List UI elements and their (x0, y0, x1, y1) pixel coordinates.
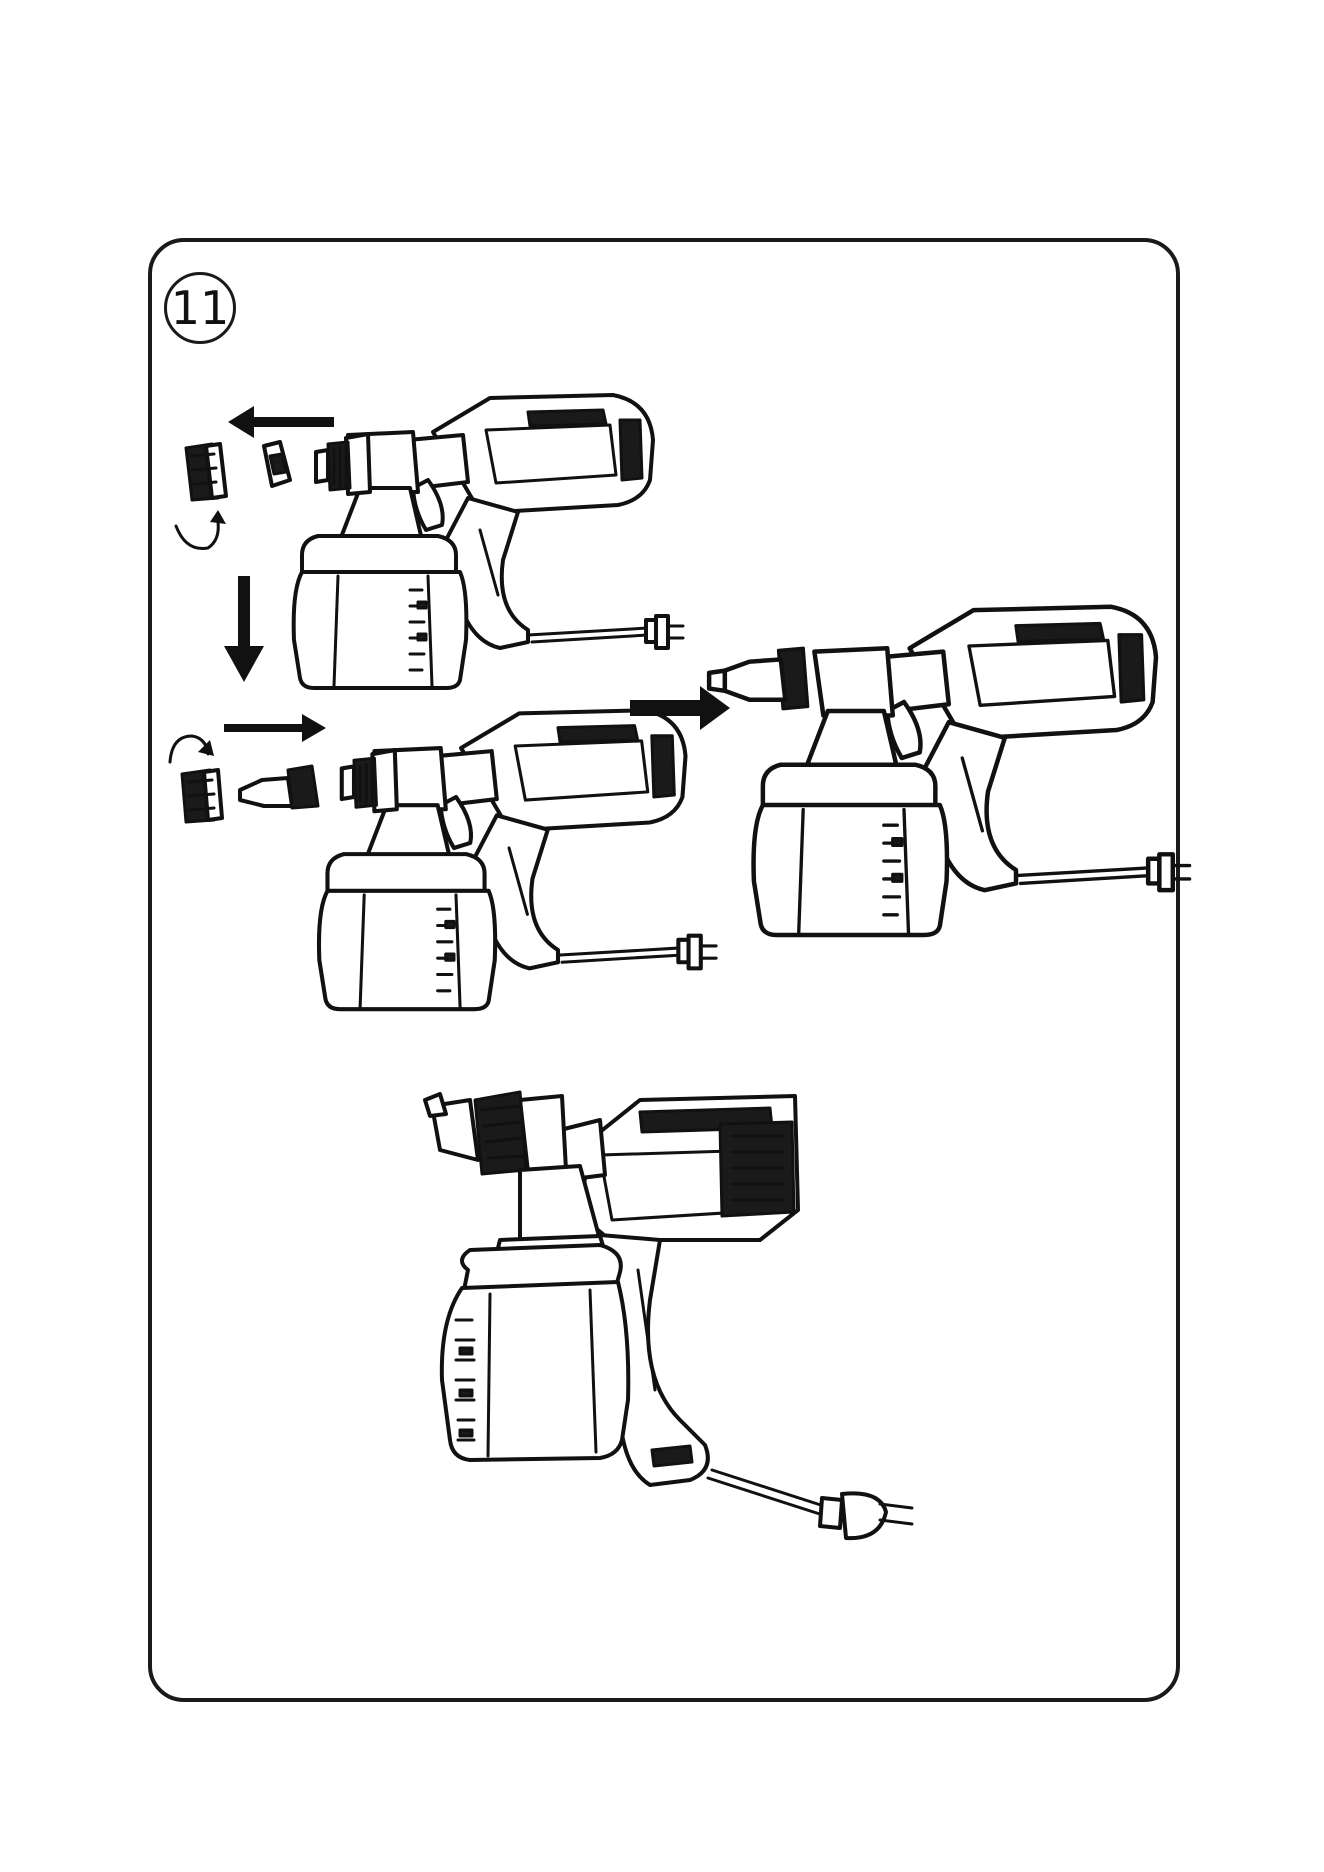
sprayer-nozzle-removed (294, 395, 683, 688)
sprayer-assembled-perspective (425, 1092, 912, 1538)
arrow-down-icon (224, 576, 264, 682)
rotate-cw-icon (170, 736, 214, 762)
arrow-left-icon (228, 406, 334, 438)
nozzle-cap-removed (186, 444, 226, 500)
sprayer-nozzle-attaching (319, 710, 716, 1009)
air-cap-removed (264, 442, 290, 486)
arrow-right-icon (224, 714, 326, 742)
rotate-ccw-icon (176, 510, 226, 549)
nozzle-cap-attaching (182, 770, 222, 822)
sprayer-assembled-side (709, 607, 1189, 935)
cone-nozzle-attaching (240, 766, 318, 808)
